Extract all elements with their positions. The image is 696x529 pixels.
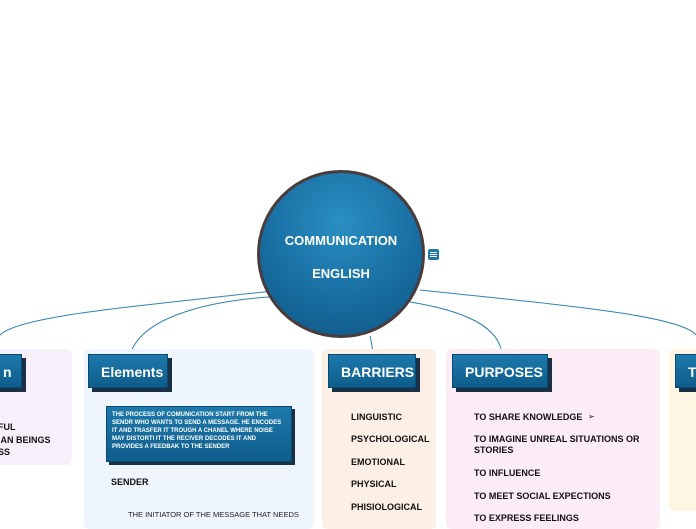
left-branch-item[interactable]: FUL: [0, 422, 16, 432]
purposes-topic[interactable]: PURPOSES: [452, 354, 548, 388]
sender-item[interactable]: SENDER: [111, 477, 149, 487]
sender-note[interactable]: THE INITIATOR OF THE MESSAGE THAT NEEDS: [128, 510, 299, 519]
elements-topic-label: Elements: [101, 364, 164, 380]
elements-topic[interactable]: Elements: [88, 354, 168, 388]
cursor-icon: ➢: [588, 412, 595, 421]
right-branch-topic-label: T: [688, 364, 696, 380]
barrier-item[interactable]: PSYCHOLOGICAL: [351, 434, 430, 444]
purpose-item[interactable]: TO SHARE KNOWLEDGE: [474, 412, 583, 422]
central-topic-line-1: COMMUNICATION: [284, 233, 398, 248]
barriers-topic-label: BARRIERS: [341, 364, 415, 380]
left-branch-item[interactable]: SS: [0, 447, 11, 457]
right-branch-topic[interactable]: T: [675, 354, 696, 388]
left-branch-item[interactable]: IAN BEINGS: [0, 435, 51, 445]
barrier-item[interactable]: PHYSICAL: [351, 479, 397, 489]
barrier-item[interactable]: PHISIOLOGICAL: [351, 502, 423, 512]
barriers-topic[interactable]: BARRIERS: [328, 354, 416, 388]
purpose-item[interactable]: TO MEET SOCIAL EXPECTIONS: [474, 491, 611, 501]
elements-description[interactable]: THE PROCESS OF COMUNICATION START FROM T…: [106, 406, 292, 462]
central-topic-line-2: ENGLISH: [312, 266, 370, 281]
central-topic[interactable]: COMMUNICATION ENGLISH: [257, 170, 425, 338]
left-branch-topic-label: n: [3, 364, 12, 380]
purposes-topic-label: PURPOSES: [465, 364, 543, 380]
purpose-item[interactable]: TO IMAGINE UNREAL SITUATIONS OR STORIES: [474, 434, 640, 455]
purpose-item[interactable]: TO EXPRESS FEELINGS: [474, 513, 579, 523]
notes-icon[interactable]: [428, 249, 439, 260]
left-branch-topic[interactable]: n: [0, 354, 22, 388]
barrier-item[interactable]: EMOTIONAL: [351, 457, 405, 467]
purpose-item[interactable]: TO INFLUENCE: [474, 468, 541, 478]
barrier-item[interactable]: LINGUISTIC: [351, 412, 402, 422]
